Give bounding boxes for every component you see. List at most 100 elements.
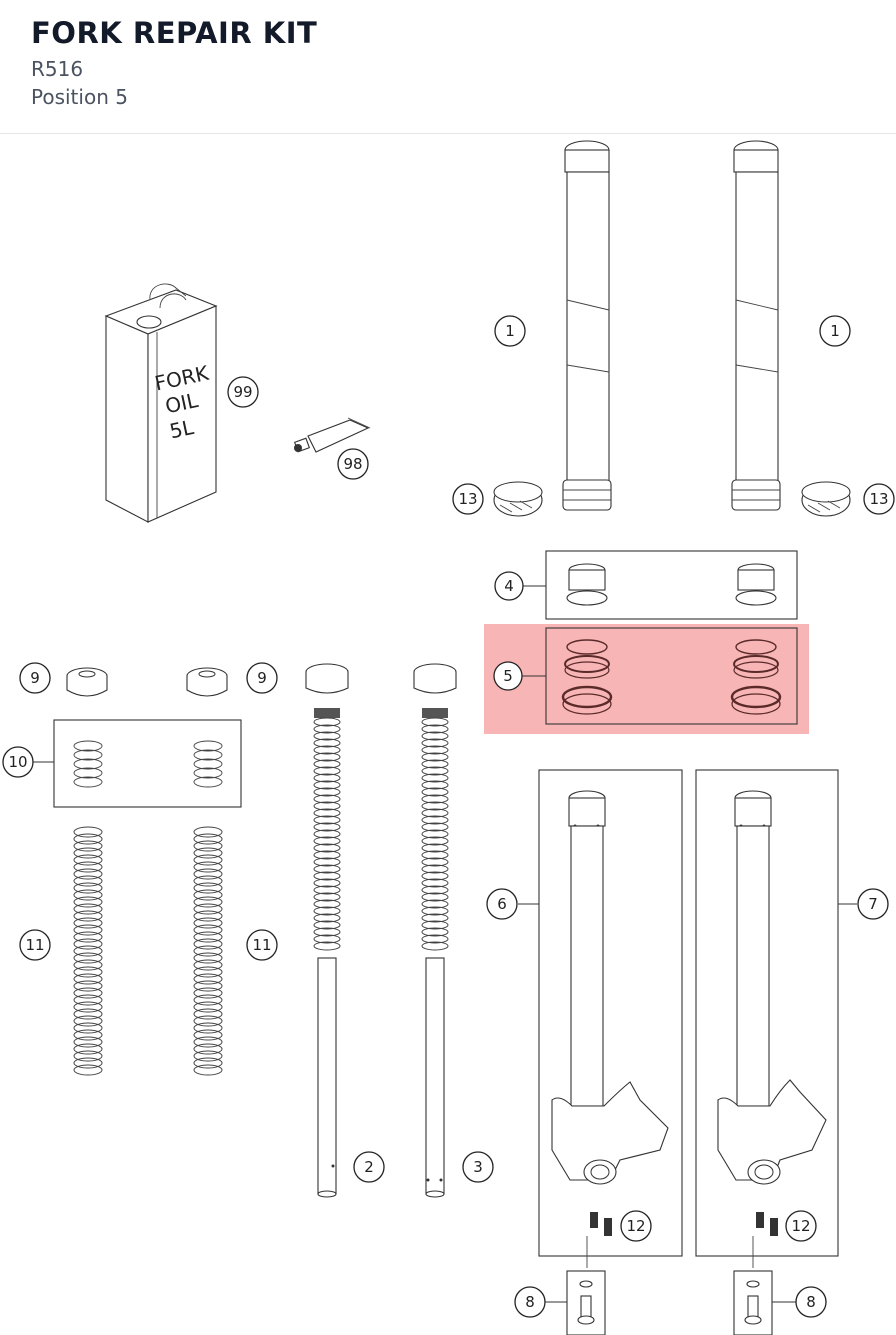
spring-coil bbox=[73, 1043, 103, 1055]
spring-coil bbox=[73, 1036, 103, 1048]
cap-right[interactable] bbox=[186, 667, 228, 697]
spring-coil bbox=[313, 724, 341, 734]
callout-8-right[interactable]: 8 bbox=[795, 1286, 827, 1318]
spring-coil bbox=[193, 987, 223, 999]
bushing-left[interactable] bbox=[566, 563, 608, 606]
clamp-left[interactable] bbox=[493, 481, 543, 517]
svg-text:1: 1 bbox=[830, 322, 840, 340]
spring-coil bbox=[193, 889, 223, 901]
spring-coil bbox=[73, 903, 103, 915]
short-spring-left[interactable] bbox=[73, 740, 103, 788]
callout-12-left[interactable]: 12 bbox=[620, 1210, 652, 1242]
spring-coil bbox=[73, 966, 103, 978]
callout-1-right[interactable]: 1 bbox=[819, 315, 851, 347]
spring-coil bbox=[193, 854, 223, 866]
spring-coil bbox=[421, 787, 449, 797]
callout-6[interactable]: 6 bbox=[486, 888, 518, 920]
fork-spring-right[interactable] bbox=[193, 826, 223, 1076]
callout-11-right[interactable]: 11 bbox=[246, 929, 278, 961]
spring-coil bbox=[313, 801, 341, 811]
outer-tube-left[interactable] bbox=[562, 140, 612, 511]
spring-coil bbox=[73, 833, 103, 845]
bushing-right[interactable] bbox=[735, 563, 777, 606]
spring-coil bbox=[73, 931, 103, 943]
spring-coil bbox=[193, 973, 223, 985]
oil-can-label-line-3: 5L bbox=[167, 415, 196, 444]
bushing-kit-box bbox=[545, 550, 798, 620]
spring-coil bbox=[73, 980, 103, 992]
fork-oil-can[interactable]: FORK OIL 5L bbox=[104, 283, 218, 523]
callout-9-left[interactable]: 9 bbox=[19, 662, 51, 694]
axle-bolt-right[interactable] bbox=[744, 1280, 762, 1325]
exploded-diagram: FORK OIL 5L bbox=[2, 140, 895, 1335]
spring-coil bbox=[313, 787, 341, 797]
callout-99[interactable]: 99 bbox=[227, 376, 259, 408]
seal-set-left[interactable] bbox=[561, 639, 613, 715]
spring-coil bbox=[73, 1022, 103, 1034]
damper-cartridge-left[interactable] bbox=[305, 663, 349, 1198]
outer-tube-right[interactable] bbox=[731, 140, 781, 511]
position-5-highlight[interactable] bbox=[484, 624, 809, 734]
svg-text:10: 10 bbox=[8, 753, 27, 771]
callout-2[interactable]: 2 bbox=[353, 1151, 385, 1183]
callout-5[interactable]: 5 bbox=[493, 661, 523, 691]
position-label: Position 5 bbox=[31, 85, 128, 109]
spring-coil bbox=[313, 759, 341, 769]
callout-98[interactable]: 98 bbox=[337, 448, 369, 480]
svg-text:2: 2 bbox=[364, 1158, 374, 1176]
spring-coil bbox=[421, 808, 449, 818]
spring-coil bbox=[313, 941, 341, 951]
callout-9-right[interactable]: 9 bbox=[246, 662, 278, 694]
svg-text:4: 4 bbox=[504, 577, 514, 595]
spring-coil bbox=[421, 878, 449, 888]
callout-12-right[interactable]: 12 bbox=[785, 1210, 817, 1242]
spring-coil bbox=[421, 941, 449, 951]
callout-1-left[interactable]: 1 bbox=[494, 315, 526, 347]
callout-11-left[interactable]: 11 bbox=[19, 929, 51, 961]
damper-cartridge-right[interactable] bbox=[413, 663, 457, 1198]
grease-tube[interactable] bbox=[293, 417, 371, 453]
svg-text:8: 8 bbox=[806, 1293, 816, 1311]
seal-set-right[interactable] bbox=[730, 639, 782, 715]
fork-spring-left[interactable] bbox=[73, 826, 103, 1076]
spring-coil bbox=[193, 952, 223, 964]
callout-3[interactable]: 3 bbox=[462, 1151, 494, 1183]
spring-coil bbox=[193, 966, 223, 978]
svg-text:6: 6 bbox=[497, 895, 507, 913]
inner-tube-left[interactable] bbox=[551, 790, 669, 1268]
callout-7[interactable]: 7 bbox=[857, 888, 889, 920]
spring-coil bbox=[193, 861, 223, 873]
spring-coil bbox=[421, 836, 449, 846]
callout-13-right[interactable]: 13 bbox=[863, 483, 895, 515]
spring-coil bbox=[313, 843, 341, 853]
spring-coil bbox=[193, 931, 223, 943]
spring-coil bbox=[421, 864, 449, 874]
spring-coil bbox=[193, 917, 223, 929]
spring-coil bbox=[73, 847, 103, 859]
short-spring-right[interactable] bbox=[193, 740, 223, 788]
spring-coil bbox=[193, 903, 223, 915]
inner-tube-right[interactable] bbox=[717, 790, 827, 1268]
spring-coil bbox=[421, 815, 449, 825]
spring-coil bbox=[73, 959, 103, 971]
spring-coil bbox=[421, 927, 449, 937]
axle-bolt-left[interactable] bbox=[577, 1280, 595, 1325]
cap-left[interactable] bbox=[66, 667, 108, 697]
spring-coil bbox=[421, 738, 449, 748]
spring-coil bbox=[313, 780, 341, 790]
clamp-right[interactable] bbox=[801, 481, 851, 517]
svg-text:9: 9 bbox=[30, 669, 40, 687]
spring-coil bbox=[193, 994, 223, 1006]
spring-coil bbox=[73, 1015, 103, 1027]
callout-13-left[interactable]: 13 bbox=[452, 483, 484, 515]
spring-coil bbox=[313, 850, 341, 860]
callout-10[interactable]: 10 bbox=[2, 746, 34, 778]
page-title: FORK REPAIR KIT bbox=[31, 16, 318, 50]
part-code: R516 bbox=[31, 57, 84, 81]
svg-text:5: 5 bbox=[503, 667, 513, 685]
callout-4[interactable]: 4 bbox=[494, 571, 524, 601]
svg-text:9: 9 bbox=[257, 669, 267, 687]
spring-coil bbox=[73, 994, 103, 1006]
callout-8-left[interactable]: 8 bbox=[514, 1286, 546, 1318]
spring-coil bbox=[73, 896, 103, 908]
